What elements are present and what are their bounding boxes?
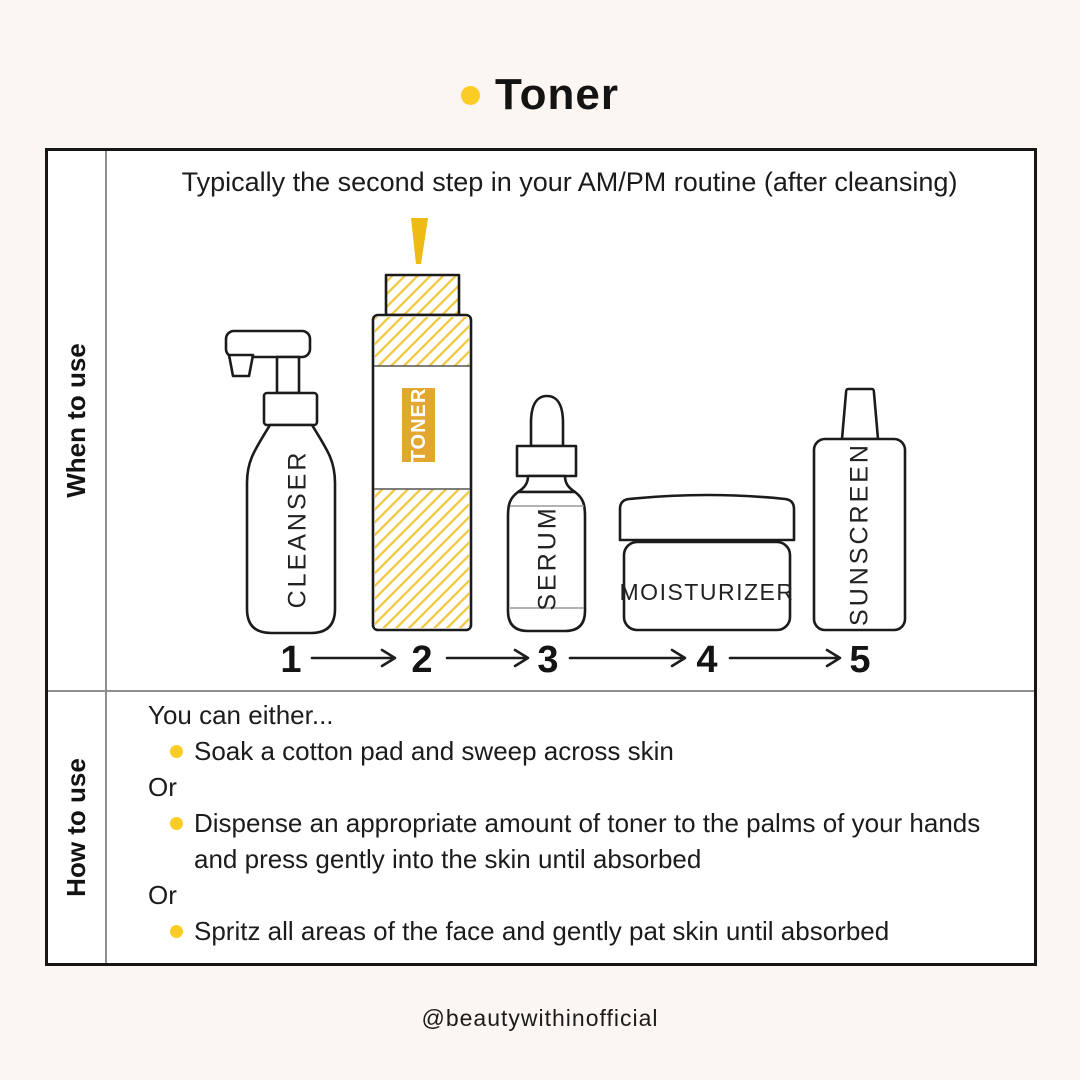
serum-dropper-bulb — [529, 394, 565, 448]
horizontal-divider — [48, 690, 1034, 692]
how-or-2: Or — [148, 880, 177, 910]
how-to-use-text: How to use — [61, 758, 92, 897]
serum-collar — [515, 444, 578, 478]
how-option-1: Soak a cotton pad and sweep across skin — [170, 733, 1018, 769]
how-to-use-content: You can either... Soak a cotton pad and … — [148, 697, 1018, 949]
how-option-2-line2: and press gently into the skin until abs… — [194, 844, 702, 874]
when-to-use-label: When to use — [48, 151, 105, 690]
bullet-icon — [170, 745, 183, 758]
how-option-1-text: Soak a cotton pad and sweep across skin — [194, 736, 674, 766]
how-option-2: Dispense an appropriate amount of toner … — [170, 805, 1018, 877]
title-text: Toner — [495, 70, 619, 119]
sunscreen-bottle — [812, 387, 907, 632]
toner-pointer-icon — [411, 218, 428, 264]
step-arrows — [310, 648, 842, 668]
cleanser-stem — [275, 355, 301, 395]
moisturizer-jar — [618, 493, 796, 632]
cleanser-collar — [262, 391, 319, 427]
moisturizer-lid — [618, 493, 796, 542]
step-number-5: 5 — [849, 639, 870, 681]
arrow-3-4-icon — [568, 648, 687, 668]
how-option-3: Spritz all areas of the face and gently … — [170, 913, 1018, 949]
bullet-icon — [170, 925, 183, 938]
sunscreen-body — [812, 437, 907, 632]
serum-body — [506, 490, 587, 633]
toner-hatch-top — [375, 317, 469, 366]
sunscreen-cap — [840, 387, 880, 441]
how-or-1: Or — [148, 772, 177, 802]
step-number-3: 3 — [537, 639, 558, 681]
toner-cap — [384, 273, 461, 317]
cleanser-nozzle — [227, 353, 255, 378]
step-number-1: 1 — [280, 639, 301, 681]
toner-bottle — [371, 273, 473, 632]
when-to-use-text: When to use — [61, 343, 91, 498]
arrow-2-3-icon — [445, 648, 530, 668]
step-number-2: 2 — [411, 639, 432, 681]
serum-label: SERUM — [534, 505, 562, 610]
how-option-2-line1: Dispense an appropriate amount of toner … — [194, 808, 981, 838]
page-title: Toner — [0, 70, 1080, 120]
cleanser-spout — [224, 329, 312, 359]
serum-neck — [516, 474, 577, 494]
cleanser-label: CLEANSER — [284, 450, 312, 609]
how-to-use-label: How to use — [48, 692, 105, 963]
main-panel: When to use How to use Typically the sec… — [45, 148, 1037, 966]
bullet-icon — [170, 817, 183, 830]
moisturizer-label: MOISTURIZER — [620, 579, 795, 605]
title-bullet-icon — [461, 85, 481, 105]
sunscreen-label: SUNSCREEN — [846, 442, 874, 626]
serum-bottle — [506, 394, 587, 633]
how-option-2-text: Dispense an appropriate amount of toner … — [194, 805, 980, 877]
routine-illustration: CLEANSER TONER SERUM — [224, 218, 907, 681]
arrow-1-2-icon — [310, 648, 397, 668]
toner-hatch-bottom — [375, 489, 469, 628]
toner-label: TONER — [408, 388, 430, 463]
moisturizer-body — [622, 540, 792, 632]
cleanser-bottle — [224, 329, 337, 635]
how-intro: You can either... — [148, 700, 334, 730]
cleanser-body — [245, 423, 337, 635]
arrow-4-5-icon — [728, 648, 842, 668]
social-handle: @beautywithinofficial — [421, 1005, 659, 1031]
step-number-4: 4 — [696, 639, 717, 681]
vertical-divider — [105, 151, 107, 963]
when-header: Typically the second step in your AM/PM … — [181, 167, 958, 197]
how-option-3-text: Spritz all areas of the face and gently … — [194, 916, 890, 946]
toner-badge — [402, 388, 435, 462]
